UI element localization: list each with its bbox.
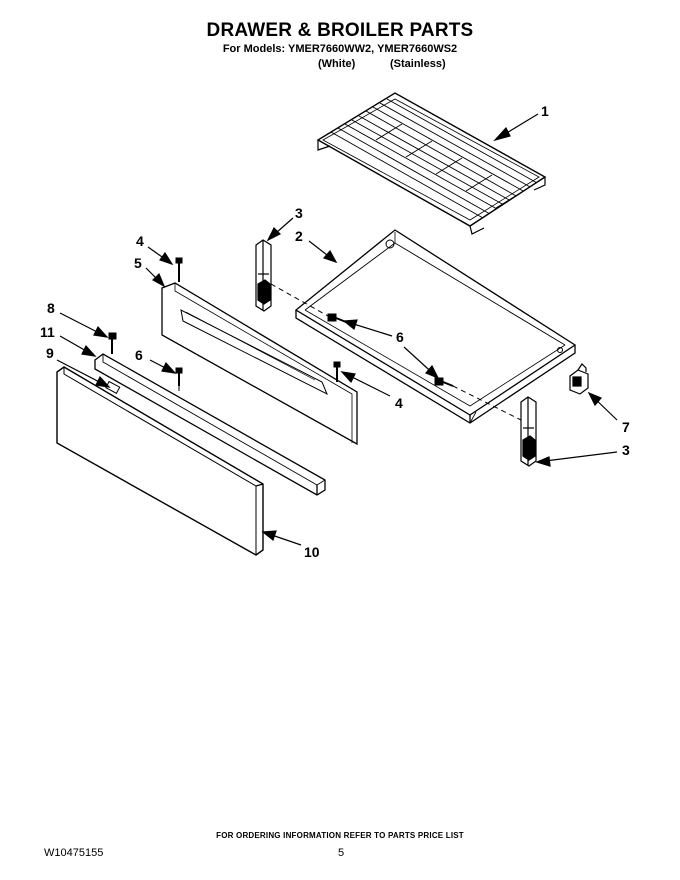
screw-part-8 [108,332,117,354]
callout-7: 7 [622,419,630,435]
screw-part-6-pan-right [434,377,454,387]
alignment-lines [178,283,522,421]
screw-part-4-upper [175,257,183,282]
callout-3-upper: 3 [295,205,303,221]
drawer-slide-right [520,396,537,467]
drawer-pan [294,229,577,424]
callout-6-front: 6 [135,347,143,363]
broiler-rack [316,92,547,235]
screw-part-6-left [175,367,183,386]
callout-9: 9 [46,345,54,361]
callout-8: 8 [47,300,55,316]
drawer-front-panel [161,282,358,446]
callout-10: 10 [304,544,320,560]
screw-part-4-lower [333,361,341,382]
drawer-clip [569,363,589,395]
callout-11: 11 [40,324,55,340]
drawer-slide-left [255,239,272,312]
callout-4-lower: 4 [395,395,403,411]
finish-stainless-label: (Stainless) [390,58,446,70]
page-title: DRAWER & BROILER PARTS [206,20,474,41]
callout-1: 1 [541,103,549,119]
outer-drawer-front [56,366,264,556]
page-number: 5 [338,847,345,859]
ordering-note: FOR ORDERING INFORMATION REFER TO PARTS … [216,831,464,840]
callout-2: 2 [295,228,303,244]
callout-4-upper: 4 [136,233,144,249]
models-line: For Models: YMER7660WW2, YMER7660WS2 [222,43,458,55]
callout-6-pan: 6 [396,329,404,345]
callout-3-lower: 3 [622,442,630,458]
callout-5: 5 [134,255,142,271]
document-number: W10475155 [44,847,104,859]
finish-white-label: (White) [318,58,356,70]
leader-lines [56,113,618,546]
